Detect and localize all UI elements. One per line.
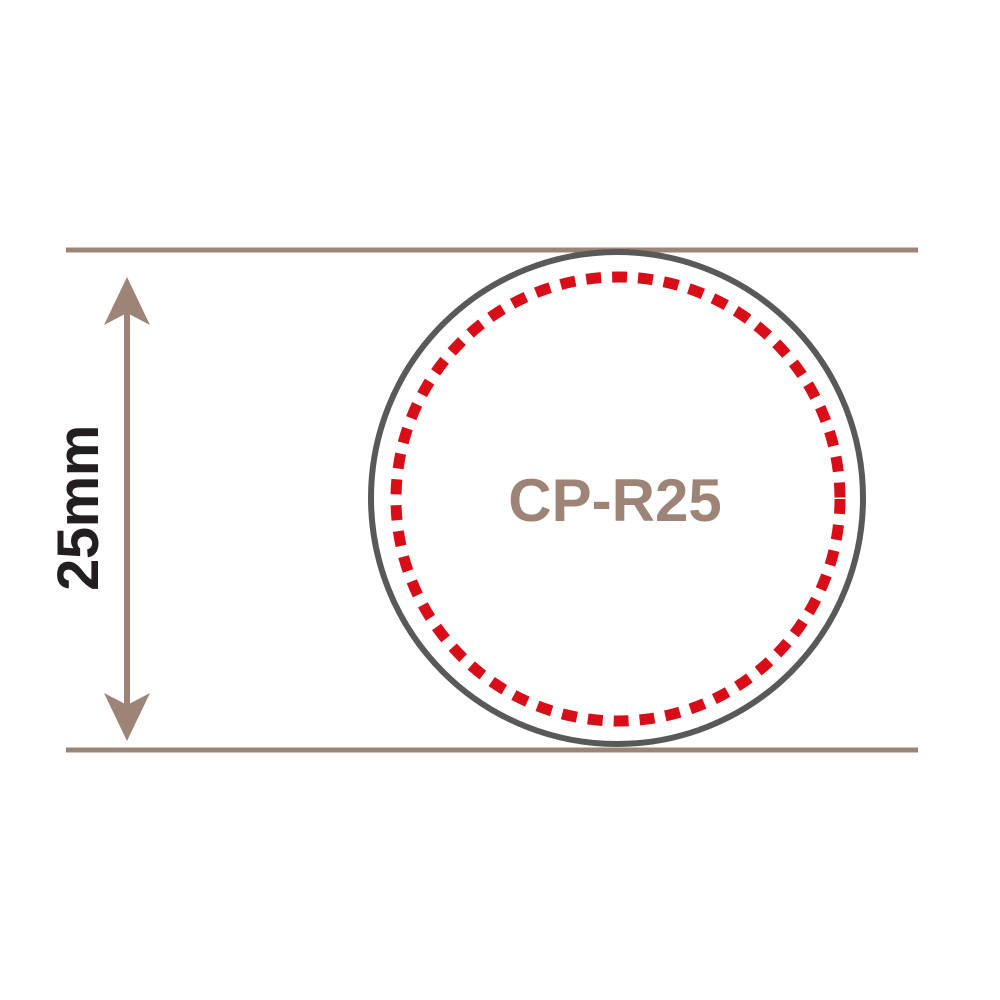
- outer-circle-outline: [368, 249, 866, 747]
- inner-dashed-circle: [390, 271, 846, 727]
- dimension-arrowhead-up-icon: [104, 277, 150, 325]
- part-label: CP-R25: [508, 467, 721, 534]
- dimension-arrowhead-down-icon: [104, 693, 150, 741]
- dimension-label: 25mm: [46, 425, 111, 591]
